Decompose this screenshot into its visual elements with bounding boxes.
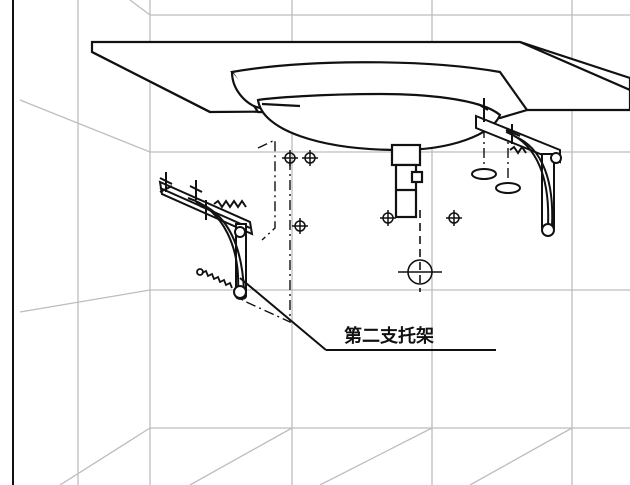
callout-leader [239,277,496,351]
callout-label: 第二支托架 [344,325,434,347]
fixing-hole-marks [282,150,462,234]
alignment-lines [241,128,509,324]
left-support-bracket [158,172,254,300]
right-support-bracket [471,98,562,237]
drain-center-mark [398,210,442,292]
wall-anchor-screw [196,268,233,289]
drain-pipe [390,143,424,219]
sink-basin [230,61,529,152]
